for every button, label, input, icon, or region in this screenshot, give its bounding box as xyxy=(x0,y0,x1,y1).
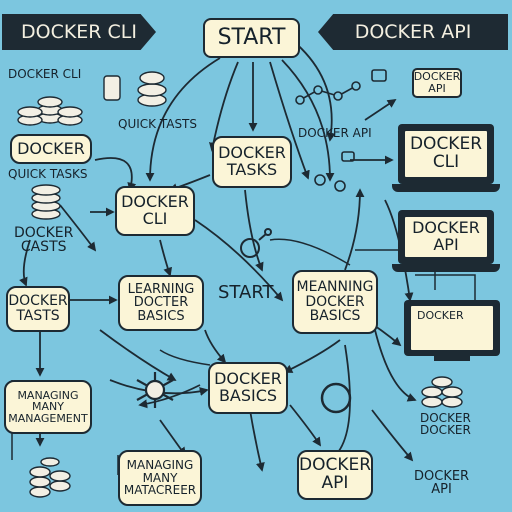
laptop-api-line2: API xyxy=(433,235,459,254)
managing-line1: MANAGING xyxy=(126,458,194,473)
left-tasts-line1: DOCKER xyxy=(8,293,68,310)
monitor-title: DOCKER xyxy=(417,309,464,322)
laptop-api-line1: DOCKER xyxy=(412,218,480,238)
docker-api-small-label: DOCKER API xyxy=(298,126,372,140)
docker-api-banner: DOCKER API xyxy=(318,14,508,50)
api-tag-line1: DOCKER xyxy=(413,70,461,84)
start-middle-label: START xyxy=(218,282,274,303)
api-tag-line2: API xyxy=(428,82,446,95)
docker-api-line1: DOCKER xyxy=(298,455,372,476)
meanning-line2: DOCKER xyxy=(305,293,365,310)
left-docker-box[interactable]: DOCKER xyxy=(10,134,92,164)
docker-casts-line1: DOCKER xyxy=(14,225,74,241)
docker-casts-line2: CASTS xyxy=(20,239,67,255)
quick-tasks-label: QUICK TASKS xyxy=(8,167,88,181)
left-managing-line3: MANAGEMENT xyxy=(8,411,88,425)
learning-line2: DOCTER xyxy=(133,295,189,311)
docker-api-right-line1: DOCKER xyxy=(414,469,470,484)
managing-line2: MANY xyxy=(142,470,178,485)
learning-line3: BASICS xyxy=(137,308,185,324)
meanning-line3: BASICS xyxy=(309,308,361,325)
docker-api-line2: API xyxy=(321,473,349,493)
learning-line1: LEARNING xyxy=(127,281,195,297)
left-managing-line1: MANAGING xyxy=(17,388,79,402)
quick-tasts-label: QUICK TASTS xyxy=(118,117,198,131)
laptop-cli-line1: DOCKER xyxy=(409,134,483,155)
docker-tasks-line2: TASKS xyxy=(226,160,278,179)
docker-api-right-line2: API xyxy=(431,482,452,497)
docker-cli-banner: DOCKER CLI xyxy=(2,14,156,50)
docker-basics-line2: BASICS xyxy=(218,386,278,405)
docker-cli-small-label: DOCKER CLI xyxy=(8,67,82,81)
monitor-screen: DOCKER xyxy=(410,305,494,351)
laptop-base xyxy=(392,184,500,192)
docker-cli-box[interactable]: DOCKER CLI xyxy=(115,186,195,236)
start-box[interactable]: START xyxy=(203,18,300,58)
docker-docker-line2: DOCKER xyxy=(420,423,471,437)
docker-basics-line1: DOCKER xyxy=(214,369,282,389)
left-managing-line2: MANY xyxy=(32,400,64,414)
left-tasts-line2: TASTS xyxy=(16,308,60,324)
laptop-cli-line2: CLI xyxy=(432,152,460,172)
monitor-docker[interactable]: DOCKER xyxy=(404,300,500,362)
laptop-base-2 xyxy=(392,264,500,272)
meanning-line1: MEANNING xyxy=(296,278,374,295)
docker-tasks-line1: DOCKER xyxy=(218,143,286,163)
docker-docker-line1: DOCKER xyxy=(420,411,471,425)
managing-line3: MATACREER xyxy=(123,483,197,498)
monitor-base xyxy=(434,356,470,361)
